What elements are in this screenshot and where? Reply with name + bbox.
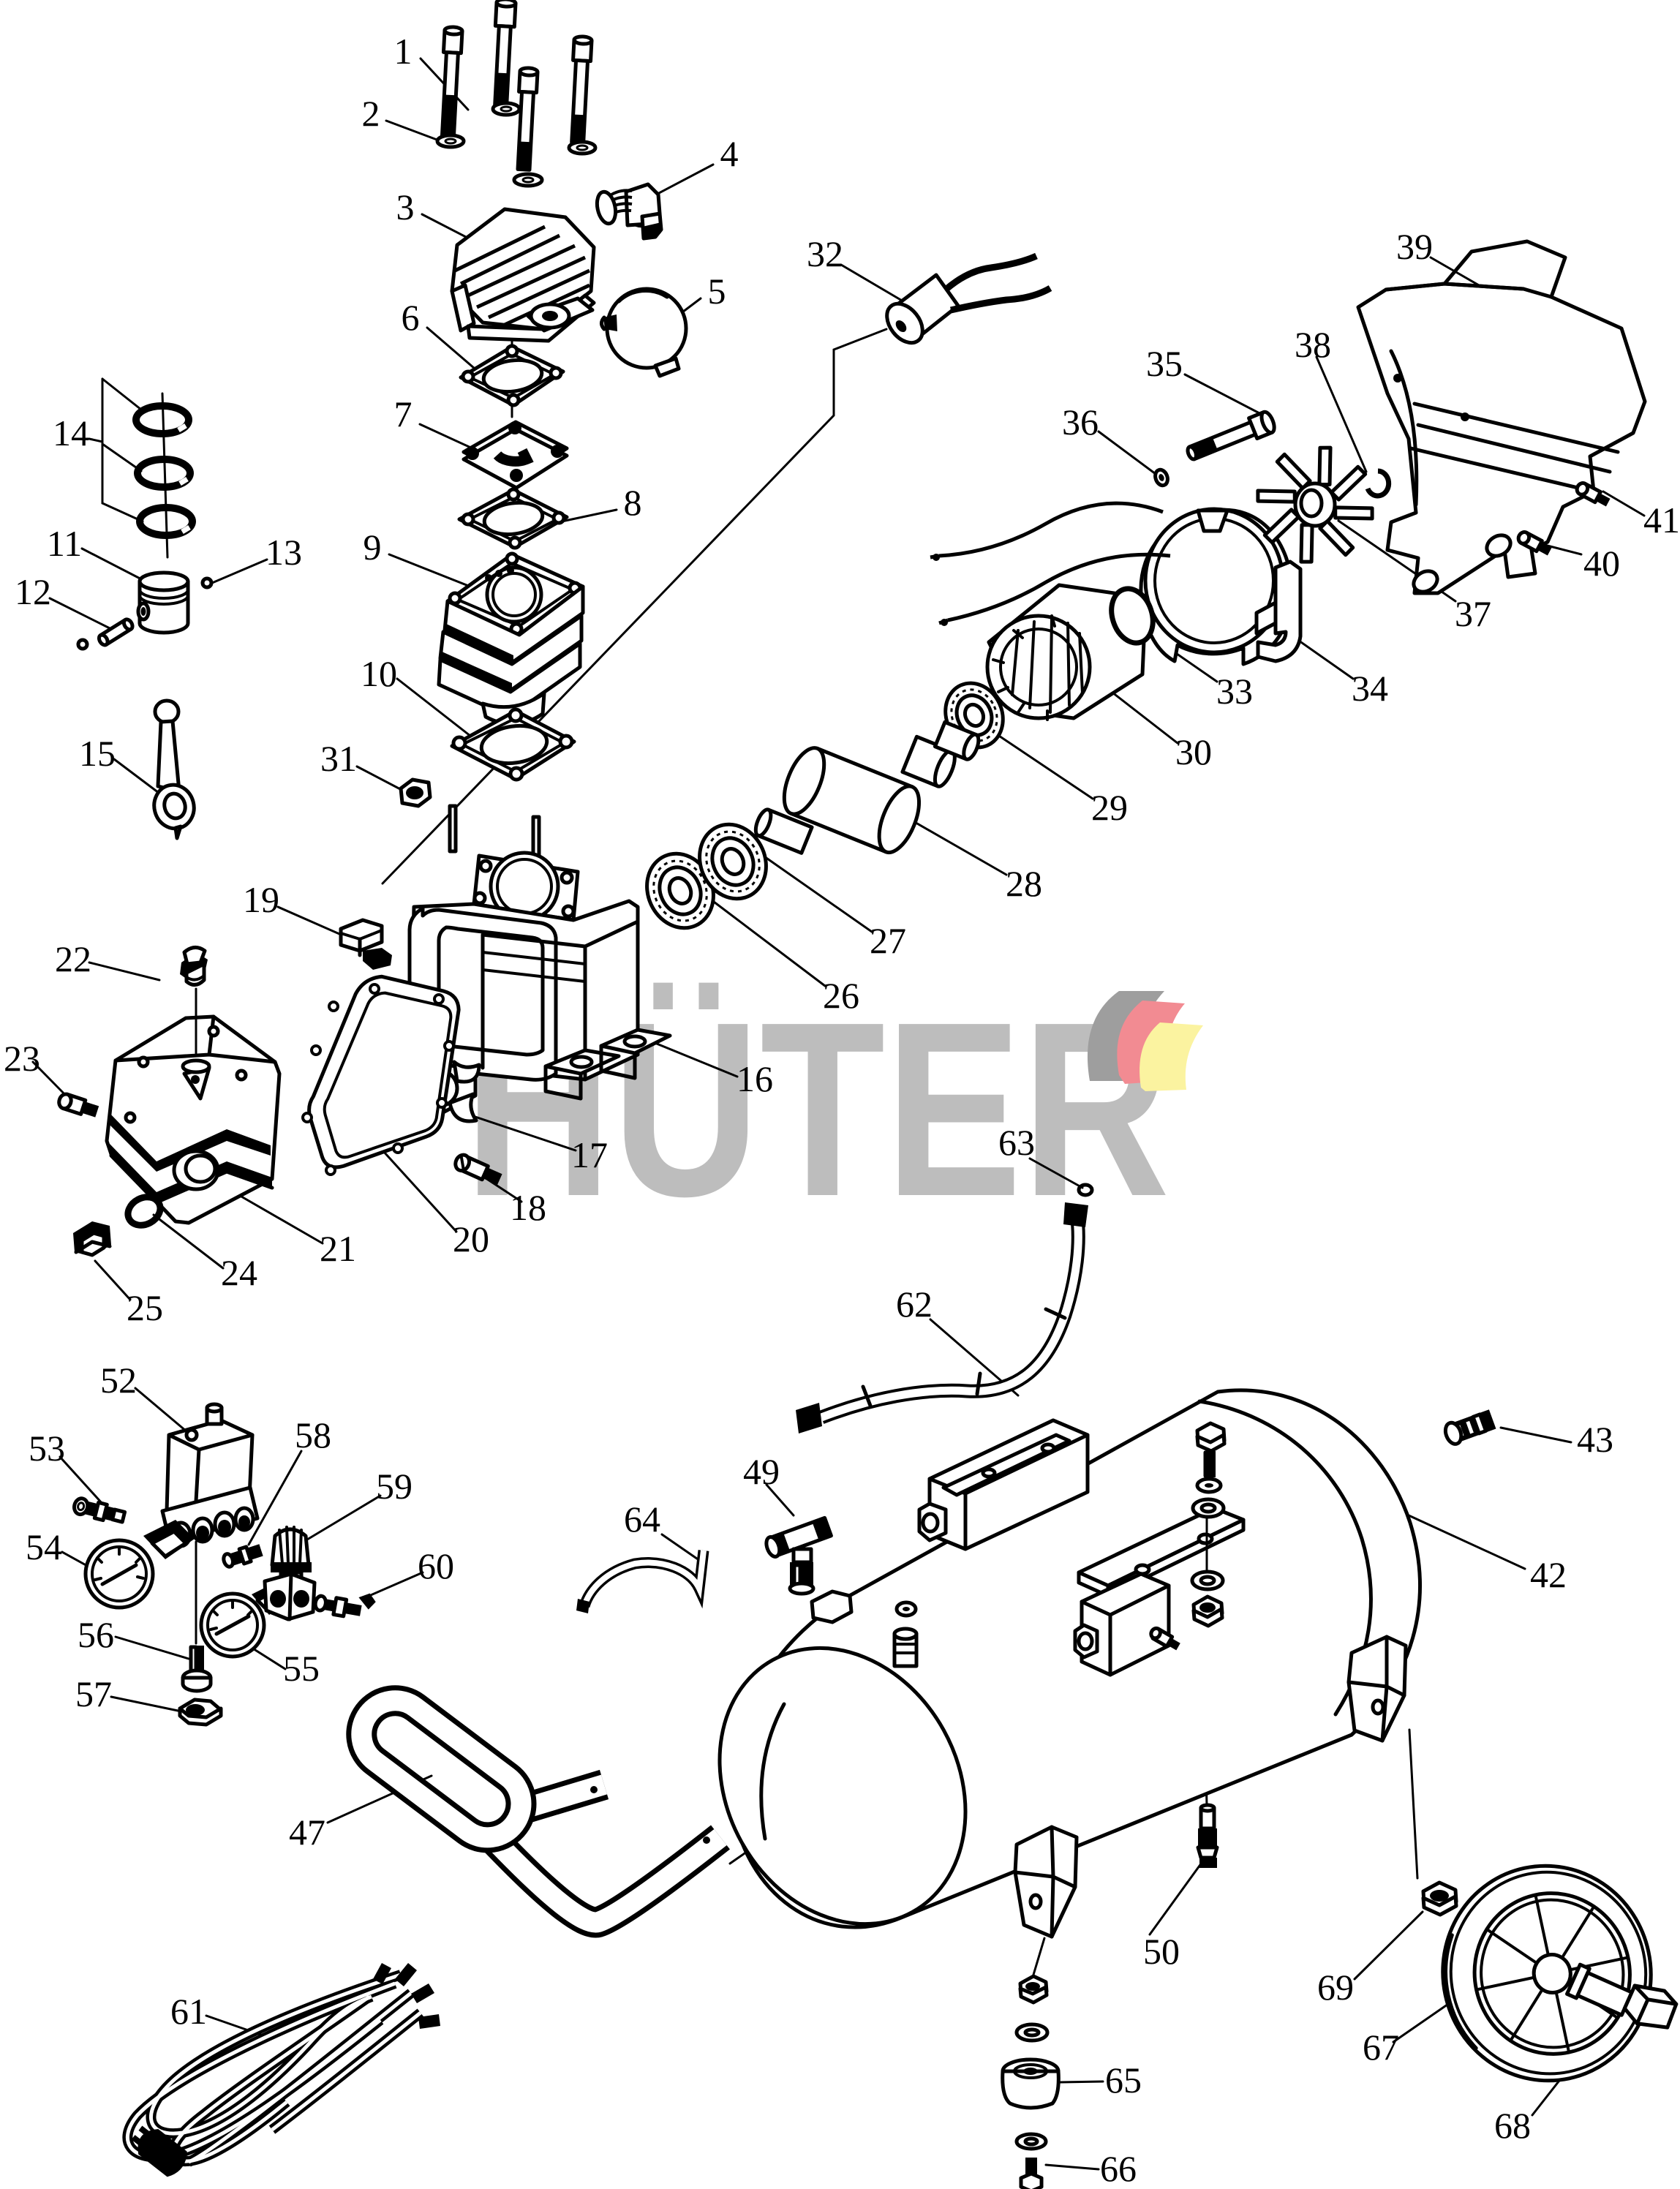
svg-text:42: 42	[1530, 1554, 1567, 1595]
svg-text:60: 60	[418, 1545, 454, 1586]
svg-text:55: 55	[283, 1648, 320, 1689]
svg-text:7: 7	[394, 393, 413, 434]
svg-text:6: 6	[402, 297, 420, 338]
svg-text:66: 66	[1100, 2148, 1137, 2189]
svg-text:4: 4	[720, 133, 739, 174]
svg-text:18: 18	[510, 1187, 546, 1228]
svg-text:14: 14	[53, 412, 89, 453]
svg-text:31: 31	[320, 738, 357, 779]
svg-text:64: 64	[624, 1499, 660, 1540]
svg-text:34: 34	[1352, 668, 1388, 709]
svg-text:30: 30	[1175, 731, 1212, 772]
svg-text:15: 15	[79, 733, 116, 774]
svg-text:43: 43	[1577, 1419, 1613, 1460]
svg-text:53: 53	[29, 1428, 65, 1469]
svg-text:24: 24	[221, 1252, 257, 1293]
svg-text:3: 3	[396, 187, 415, 227]
svg-text:27: 27	[870, 920, 906, 961]
svg-text:63: 63	[998, 1122, 1035, 1163]
svg-text:68: 68	[1494, 2105, 1531, 2146]
svg-text:12: 12	[15, 571, 51, 612]
svg-text:49: 49	[743, 1451, 780, 1492]
svg-text:40: 40	[1583, 543, 1620, 584]
svg-text:52: 52	[100, 1360, 137, 1401]
svg-text:11: 11	[47, 523, 82, 564]
svg-text:16: 16	[737, 1058, 773, 1099]
svg-text:2: 2	[362, 93, 380, 134]
svg-text:47: 47	[289, 1812, 325, 1853]
svg-text:38: 38	[1295, 324, 1331, 365]
svg-text:29: 29	[1091, 787, 1128, 828]
svg-text:19: 19	[243, 879, 279, 920]
svg-text:33: 33	[1216, 671, 1253, 712]
svg-text:28: 28	[1006, 863, 1042, 904]
svg-text:35: 35	[1146, 343, 1183, 384]
svg-text:20: 20	[453, 1218, 489, 1259]
svg-text:5: 5	[708, 271, 726, 312]
svg-text:37: 37	[1455, 593, 1491, 634]
svg-text:41: 41	[1643, 500, 1680, 540]
svg-text:25: 25	[127, 1287, 163, 1328]
svg-text:62: 62	[896, 1284, 933, 1325]
svg-text:17: 17	[571, 1134, 608, 1175]
svg-text:9: 9	[364, 527, 382, 568]
svg-text:36: 36	[1062, 402, 1099, 442]
svg-text:61: 61	[170, 1991, 207, 2032]
svg-text:22: 22	[55, 938, 91, 979]
svg-text:23: 23	[4, 1038, 40, 1079]
svg-text:67: 67	[1363, 2027, 1399, 2068]
svg-text:50: 50	[1143, 1931, 1180, 1972]
svg-text:69: 69	[1317, 1967, 1354, 2008]
svg-text:10: 10	[361, 653, 397, 694]
svg-text:26: 26	[823, 975, 859, 1016]
svg-text:54: 54	[26, 1526, 62, 1567]
svg-text:59: 59	[376, 1466, 413, 1507]
svg-text:56: 56	[78, 1614, 114, 1655]
svg-text:58: 58	[295, 1414, 331, 1455]
svg-text:13: 13	[265, 532, 302, 573]
svg-text:57: 57	[75, 1673, 112, 1714]
svg-text:8: 8	[624, 482, 642, 523]
svg-text:39: 39	[1396, 226, 1433, 267]
svg-text:1: 1	[394, 31, 413, 72]
svg-text:65: 65	[1105, 2060, 1142, 2101]
svg-text:32: 32	[807, 233, 843, 274]
svg-text:21: 21	[320, 1228, 356, 1269]
